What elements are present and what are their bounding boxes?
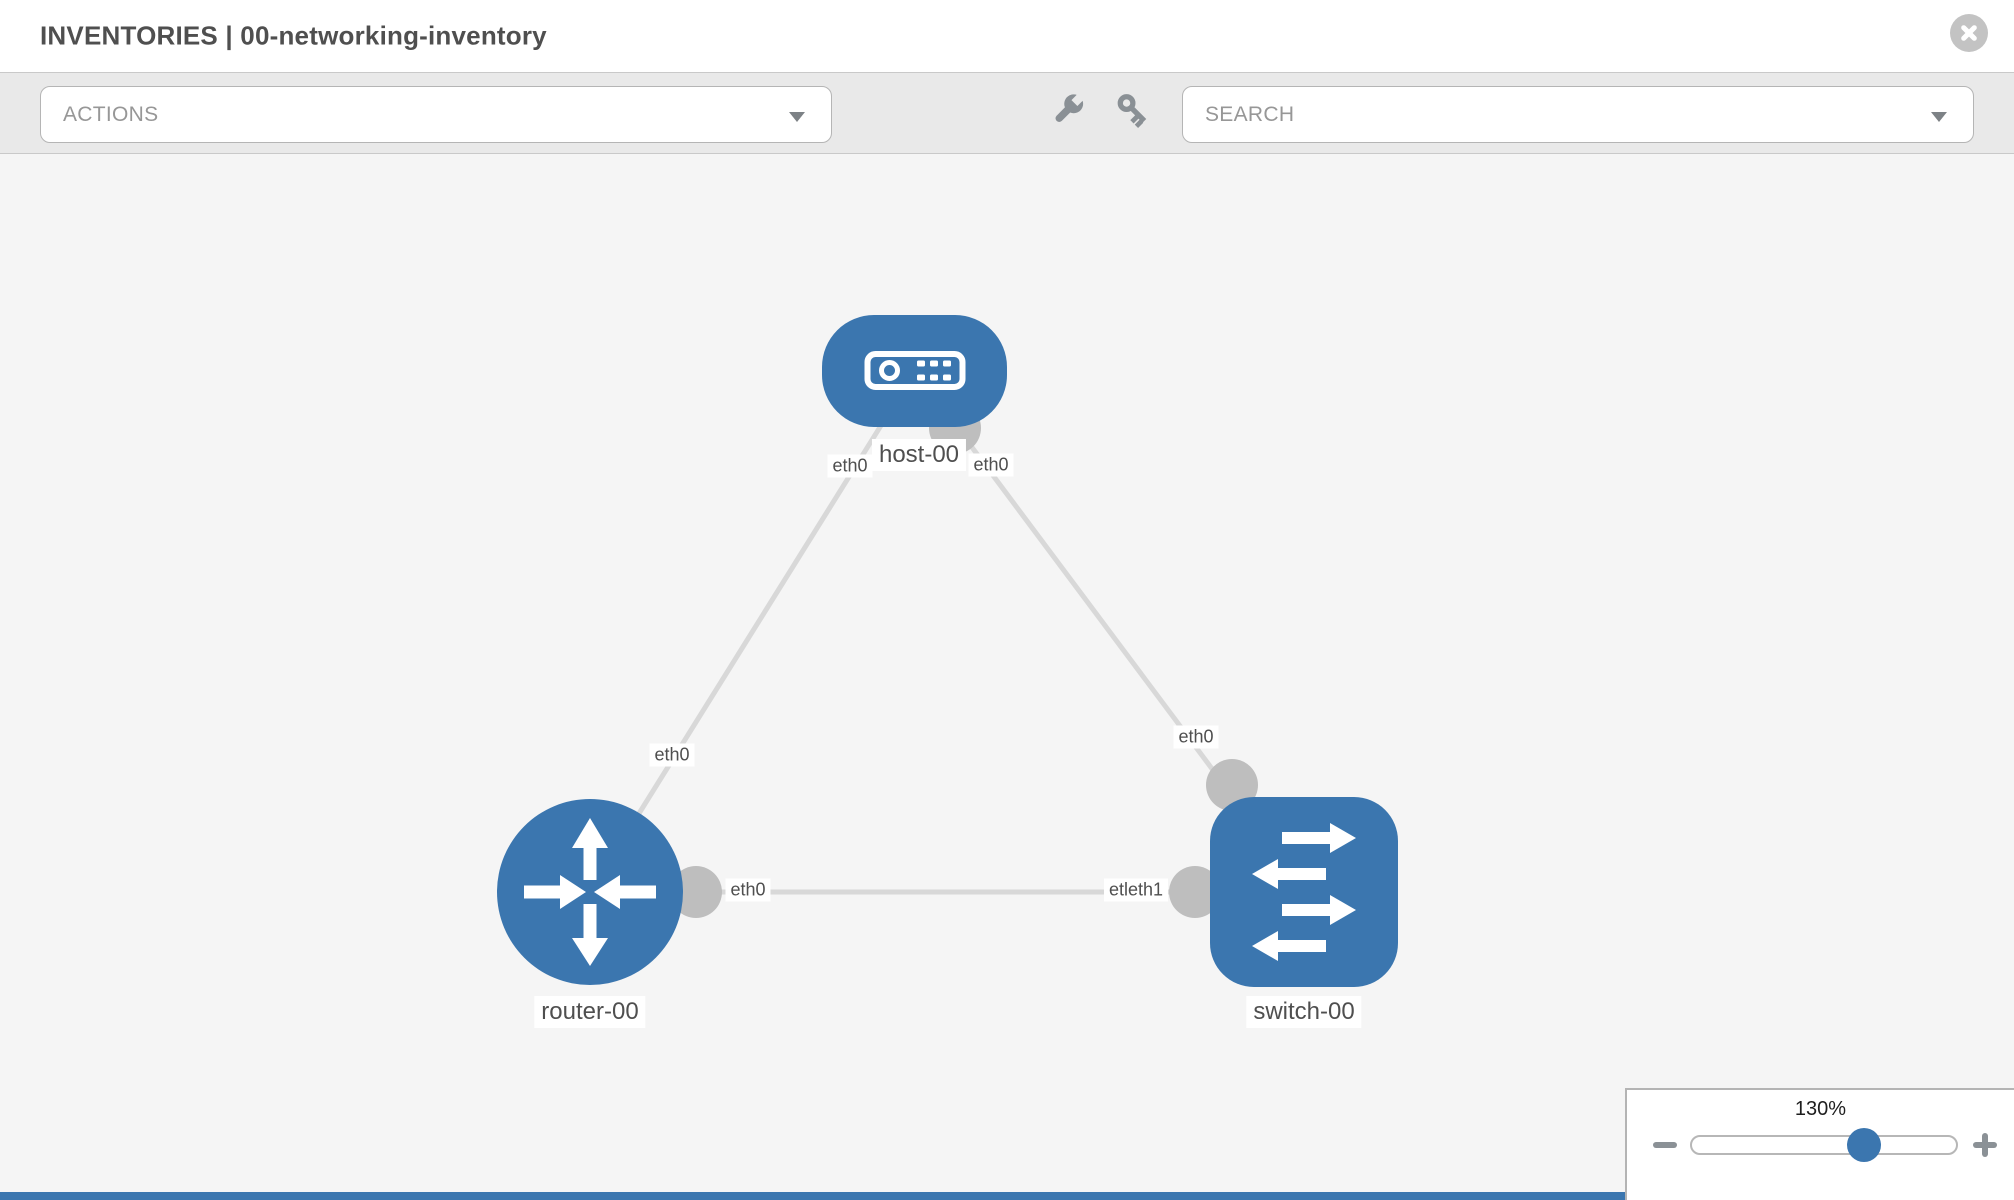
zoom-slider-track[interactable]	[1690, 1135, 1958, 1155]
wrench-icon[interactable]	[1046, 90, 1088, 137]
search-dropdown-label: SEARCH	[1205, 102, 1295, 126]
interface-label: eth0	[725, 878, 771, 902]
actions-dropdown[interactable]: ACTIONS	[40, 86, 832, 143]
chevron-down-icon	[789, 111, 805, 122]
interface-ports	[670, 402, 1258, 918]
zoom-in-button[interactable]	[1973, 1133, 1997, 1157]
host-icon	[864, 351, 966, 390]
key-icon[interactable]	[1113, 90, 1155, 137]
zoom-percentage: 130%	[1794, 1098, 1847, 1120]
zoom-slider-knob[interactable]	[1847, 1128, 1881, 1162]
interface-label: eth0	[827, 454, 873, 478]
close-button[interactable]	[1950, 14, 1988, 52]
chevron-down-icon	[1931, 111, 1947, 122]
port-router-right	[670, 866, 722, 918]
zoom-control-panel: 130%	[1625, 1088, 2014, 1200]
zoom-out-button[interactable]	[1653, 1142, 1677, 1148]
node-label-switch: switch-00	[1246, 996, 1362, 1028]
header: INVENTORIES | 00-networking-inventory	[0, 0, 2014, 72]
bottom-accent-bar	[0, 1192, 1625, 1200]
topology-canvas[interactable]: host-00 router-00 switch-00 eth0 eth0 et…	[0, 154, 2014, 1200]
node-label-router: router-00	[534, 996, 646, 1028]
interface-label: eth0	[649, 743, 695, 767]
actions-dropdown-label: ACTIONS	[63, 102, 159, 126]
interface-label: eth0	[1173, 725, 1219, 749]
port-switch-left	[1169, 866, 1221, 918]
node-host[interactable]	[822, 315, 1007, 427]
toolbar: ACTIONS SEARC	[0, 72, 2014, 154]
node-router[interactable]	[497, 799, 683, 985]
interface-label: etleth1	[1103, 878, 1169, 902]
node-label-host: host-00	[871, 439, 967, 471]
interface-label: eth0	[968, 453, 1014, 477]
router-icon	[524, 818, 656, 966]
node-switch[interactable]	[1210, 797, 1398, 987]
switch-icon	[1252, 823, 1356, 961]
page-title: INVENTORIES | 00-networking-inventory	[40, 20, 547, 51]
search-dropdown[interactable]: SEARCH	[1182, 86, 1974, 143]
